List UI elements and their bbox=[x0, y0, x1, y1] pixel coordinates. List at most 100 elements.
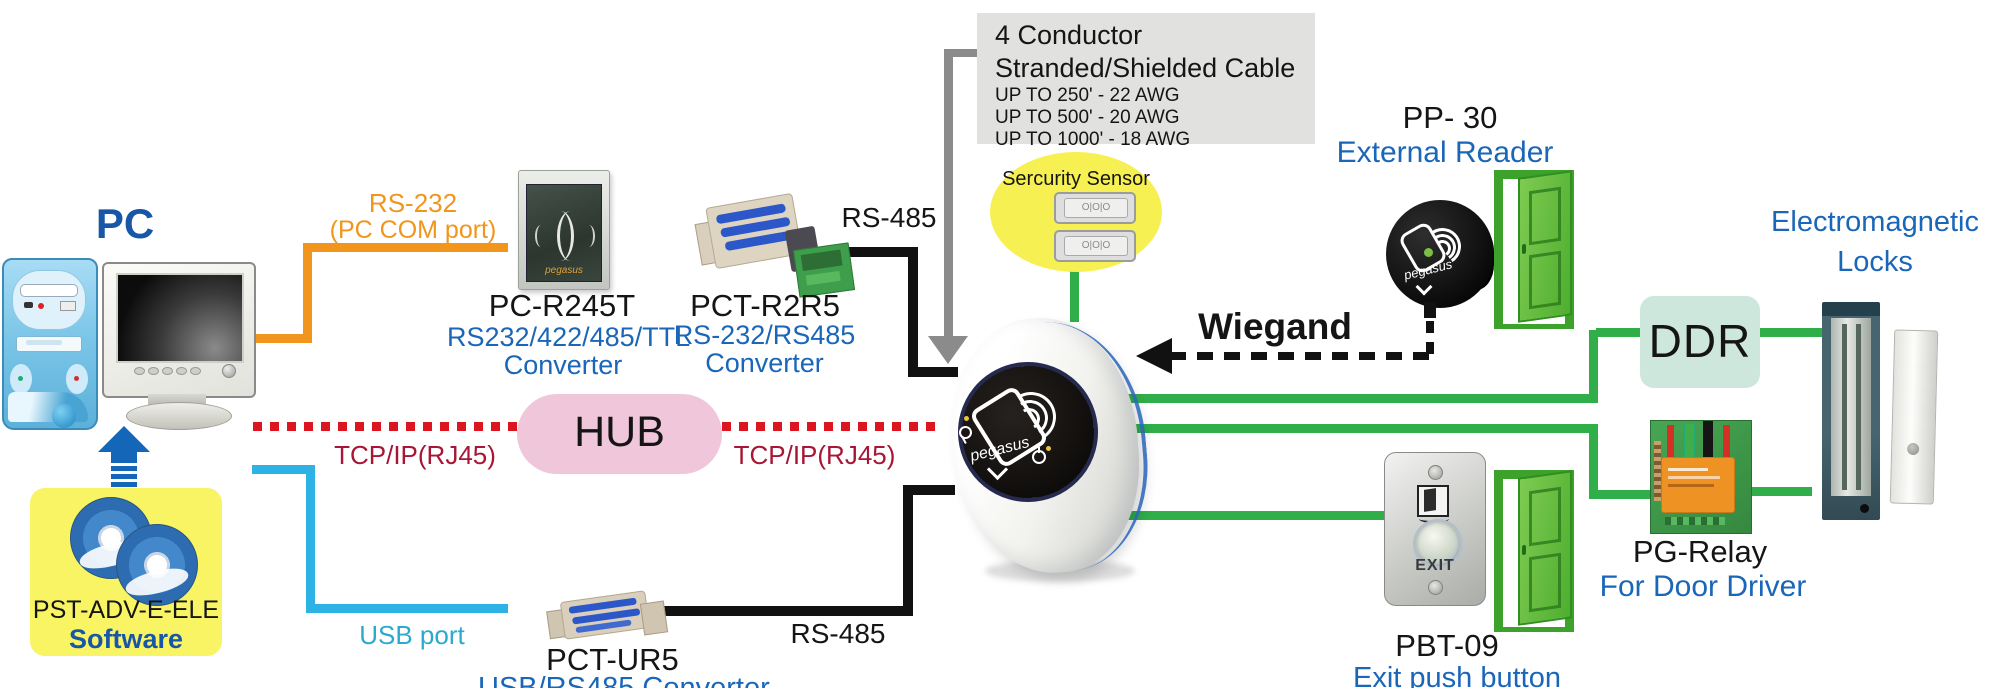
pg-relay-image bbox=[1650, 420, 1752, 534]
wall-reader-brand-label: pegasus bbox=[545, 265, 583, 276]
rs485-bottom-line bbox=[663, 606, 910, 616]
relay-line bbox=[1596, 490, 1652, 499]
pbt09-desc-label: Exit push button bbox=[1353, 662, 1561, 688]
security-sensor-label: Sercurity Sensor bbox=[1002, 168, 1150, 190]
em-lock-label-line2: Locks bbox=[1837, 246, 1913, 278]
pp30-reader-image bbox=[1386, 200, 1494, 308]
pct-r2r5-desc1-label: RS-232/RS485 bbox=[673, 320, 856, 350]
rs232-label: RS-232 bbox=[368, 188, 458, 218]
software-type-label: Software bbox=[68, 624, 184, 654]
pbt09-name-label: PBT-09 bbox=[1395, 628, 1499, 663]
relay-line bbox=[1589, 424, 1598, 499]
rs485-top-line bbox=[908, 247, 918, 377]
cable-note-line bbox=[944, 49, 953, 337]
rs232-sub-label: (PC COM port) bbox=[329, 216, 497, 244]
antenna-arcs-icon bbox=[557, 211, 584, 261]
rs485-top-label: RS-485 bbox=[841, 202, 937, 233]
pct-r2r5-image bbox=[694, 192, 856, 298]
exit-button-plate-image: EXIT bbox=[1384, 452, 1486, 606]
status-dot bbox=[964, 416, 969, 421]
ddr-box bbox=[1640, 296, 1760, 388]
antenna-arcs-icon bbox=[583, 225, 595, 247]
usb-line bbox=[306, 465, 315, 613]
cable-spec3-label: UP TO 1000' - 18 AWG bbox=[995, 129, 1191, 150]
tcpip-dotted-line-left bbox=[253, 422, 517, 431]
rs485-top-line bbox=[908, 367, 958, 377]
pc-r245t-desc1-label: RS232/422/485/TTL bbox=[447, 322, 691, 352]
cable-note-arrowhead-icon bbox=[928, 336, 968, 364]
rs485-bottom-line bbox=[903, 485, 955, 495]
wiegand-arrowhead-icon bbox=[1136, 338, 1172, 374]
monitor-screen bbox=[116, 273, 244, 363]
pct-ur5-desc-label: USB/RS485 Converter bbox=[478, 672, 770, 688]
status-dot bbox=[1046, 446, 1051, 451]
rs232-line bbox=[303, 243, 508, 252]
cable-note-box: 4 Conductor Stranded/Shielded Cable UP T… bbox=[977, 13, 1315, 150]
tcpip-left-label: TCP/IP(RJ45) bbox=[334, 440, 496, 470]
status-dot bbox=[1424, 248, 1433, 257]
cable-spec1-label: UP TO 250' - 22 AWG bbox=[995, 85, 1180, 106]
door-sensor-icon: O|O|O bbox=[1054, 230, 1136, 262]
tcpip-dotted-line-right bbox=[722, 422, 942, 431]
monitor-base bbox=[126, 402, 232, 430]
ddr-to-lock-line bbox=[1756, 328, 1824, 337]
cable-title1-label: 4 Conductor bbox=[995, 20, 1143, 50]
usb-line bbox=[306, 604, 508, 613]
door-image bbox=[1494, 470, 1574, 632]
hub-label: HUB bbox=[574, 408, 665, 456]
usb-line bbox=[252, 465, 315, 474]
pct-r2r5-desc2-label: Converter bbox=[705, 348, 824, 378]
pc-tower-image bbox=[2, 258, 98, 430]
relay-line bbox=[1125, 424, 1598, 433]
rs485-top-line bbox=[838, 247, 912, 257]
exit-button-line bbox=[1100, 511, 1385, 520]
hub-shape bbox=[517, 394, 722, 474]
exit-push-button-icon bbox=[1413, 519, 1463, 569]
power-icon bbox=[1038, 447, 1040, 453]
door-image bbox=[1494, 170, 1574, 329]
rs232-line bbox=[303, 247, 312, 343]
software-name-label: PST-ADV-E-ELE bbox=[32, 596, 220, 624]
wiegand-dashed-line bbox=[1426, 300, 1434, 356]
sensor-line bbox=[1070, 264, 1079, 322]
rs485-bottom-label: RS-485 bbox=[790, 618, 886, 649]
wiegand-label: Wiegand bbox=[1198, 306, 1352, 347]
ddr-label: DDR bbox=[1648, 315, 1752, 367]
maglock-body-image bbox=[1822, 302, 1880, 520]
pp30-stem bbox=[1424, 302, 1436, 318]
rs485-bottom-line bbox=[903, 487, 913, 616]
cable-spec2-label: UP TO 500' - 20 AWG bbox=[995, 107, 1180, 128]
screw-icon bbox=[1428, 465, 1443, 480]
pct-ur5-name-label: PCT-UR5 bbox=[546, 642, 679, 677]
rs232-line bbox=[250, 334, 312, 343]
wiegand-dashed-line bbox=[1170, 352, 1430, 360]
tcpip-right-label: TCP/IP(RJ45) bbox=[733, 440, 896, 470]
pp30-name-label: PP- 30 bbox=[1402, 100, 1498, 135]
ddr-line bbox=[1125, 394, 1598, 403]
door-sensor-icon: O|O|O bbox=[1054, 192, 1136, 224]
install-arrow-icon bbox=[98, 426, 150, 452]
relay-to-lock-line bbox=[1748, 487, 1812, 496]
cable-note-line bbox=[946, 49, 980, 57]
ddr-line bbox=[1596, 328, 1642, 337]
door-symbol-icon bbox=[1417, 485, 1449, 517]
pct-ur5-image bbox=[546, 588, 671, 644]
pg-relay-name-label: PG-Relay bbox=[1632, 534, 1768, 569]
pg-relay-desc-label: For Door Driver bbox=[1599, 570, 1807, 603]
pc-r245t-image: pegasus bbox=[518, 170, 610, 290]
screw-icon bbox=[1428, 580, 1443, 595]
cable-title2-label: Stranded/Shielded Cable bbox=[995, 53, 1296, 83]
pct-r2r5-name-label: PCT-R2R5 bbox=[690, 288, 840, 323]
pc-r245t-name-label: PC-R245T bbox=[488, 288, 636, 323]
software-cd-icon bbox=[116, 524, 198, 606]
antenna-arcs-icon bbox=[535, 225, 547, 247]
usb-port-label: USB port bbox=[359, 620, 465, 650]
pc-r245t-desc2-label: Converter bbox=[503, 350, 623, 380]
em-lock-label-line1: Electromagnetic bbox=[1771, 206, 1979, 238]
pp30-desc-label: External Reader bbox=[1336, 136, 1554, 169]
exit-button-label: EXIT bbox=[1415, 557, 1455, 574]
pc-label: PC bbox=[95, 200, 155, 247]
ddr-line bbox=[1589, 330, 1598, 403]
maglock-armature-image bbox=[1889, 329, 1939, 505]
